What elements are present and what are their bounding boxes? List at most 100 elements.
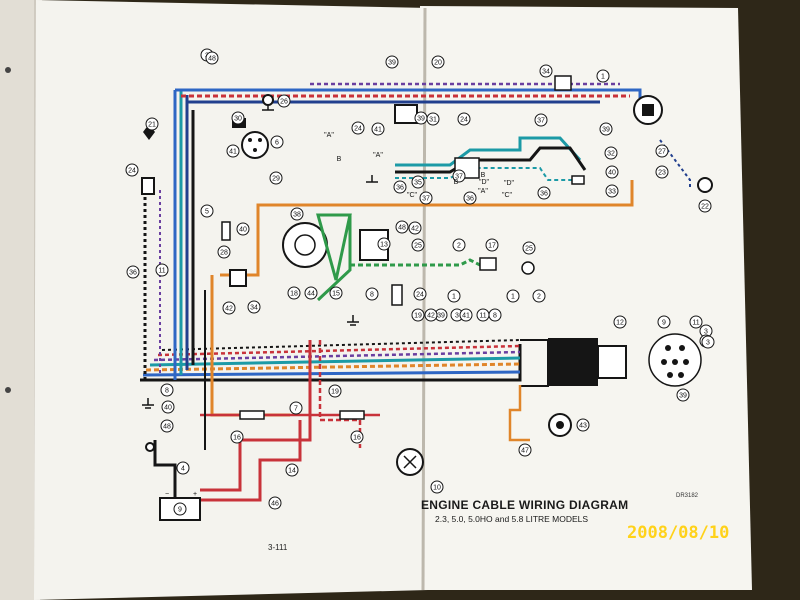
left-page bbox=[34, 0, 430, 600]
callout-circle bbox=[424, 308, 438, 322]
callout-c17: 10 bbox=[430, 480, 444, 494]
callout-c74: 43 bbox=[576, 418, 590, 432]
callout-number: 3 bbox=[706, 339, 710, 346]
callout-c39: 25 bbox=[411, 238, 425, 252]
callout-c26: 16 bbox=[350, 430, 364, 444]
callout-number: 1 bbox=[601, 73, 605, 80]
callout-circle bbox=[414, 111, 428, 125]
callout-circle bbox=[205, 51, 219, 65]
page-number: 3-111 bbox=[268, 543, 288, 552]
callout-number: 48 bbox=[398, 224, 406, 231]
callout-circle bbox=[411, 175, 425, 189]
terminal-letter-l8: "C" bbox=[502, 192, 513, 199]
callout-number: 30 bbox=[234, 115, 242, 122]
callout-circle bbox=[350, 430, 364, 444]
ground-stud-icon bbox=[262, 94, 274, 106]
callout-circle bbox=[365, 287, 379, 301]
callout-number: 3 bbox=[455, 312, 459, 319]
callout-circle bbox=[452, 238, 466, 252]
callout-circle bbox=[537, 186, 551, 200]
callout-c44: 29 bbox=[269, 171, 283, 185]
terminal-dot bbox=[258, 138, 262, 142]
callout-circle bbox=[385, 55, 399, 69]
callout-circle bbox=[689, 315, 703, 329]
ground-symbol-icon bbox=[347, 315, 359, 326]
callout-number: 42 bbox=[411, 225, 419, 232]
sender-center bbox=[556, 421, 564, 429]
callout-number: 9 bbox=[178, 506, 182, 513]
callout-c67: 40 bbox=[161, 400, 175, 414]
callout-c36: 24 bbox=[351, 121, 365, 135]
callout-circle bbox=[217, 245, 231, 259]
callout-number: 41 bbox=[462, 312, 470, 319]
callout-c10: 5 bbox=[200, 204, 214, 218]
callout-c18: 11 bbox=[155, 263, 169, 277]
photo-date-stamp: 2008/08/10 bbox=[627, 523, 729, 543]
callout-number: 48 bbox=[208, 55, 216, 62]
plug-connector-icon bbox=[479, 257, 497, 271]
callout-c49: 34 bbox=[539, 64, 553, 78]
callout-c4: 2 bbox=[452, 238, 466, 252]
callout-c41: 26 bbox=[277, 94, 291, 108]
callout-circle bbox=[377, 237, 391, 251]
callout-number: 24 bbox=[416, 291, 424, 298]
callout-c79: 48 bbox=[205, 51, 219, 65]
callout-c57: 37 bbox=[452, 169, 466, 183]
pin-icon bbox=[665, 345, 671, 351]
callout-number: 18 bbox=[290, 290, 298, 297]
callout-c20: 11 bbox=[689, 315, 703, 329]
callout-circle bbox=[576, 418, 590, 432]
solenoid-icon bbox=[394, 104, 418, 124]
callout-labels: 1112233345678889101111111213141516161718… bbox=[125, 48, 715, 516]
callout-number: 42 bbox=[225, 305, 233, 312]
pin-icon bbox=[667, 372, 673, 378]
callout-c61: 39 bbox=[414, 111, 428, 125]
callout-c3: 1 bbox=[447, 289, 461, 303]
callout-number: 34 bbox=[542, 68, 550, 75]
binding-hole bbox=[5, 387, 11, 393]
callout-c70: 41 bbox=[459, 308, 473, 322]
callout-circle bbox=[125, 163, 139, 177]
callout-circle bbox=[160, 419, 174, 433]
temp-sender-icon bbox=[221, 221, 231, 241]
callout-c12: 7 bbox=[289, 401, 303, 415]
ground-symbol-icon bbox=[262, 105, 274, 111]
callout-number: 2 bbox=[537, 293, 541, 300]
callout-c38: 24 bbox=[413, 287, 427, 301]
harness-plug-icon bbox=[548, 338, 598, 386]
lead-clip-icon bbox=[571, 175, 585, 185]
terminal-dot bbox=[248, 138, 252, 142]
callout-number: 48 bbox=[163, 423, 171, 430]
callout-circle bbox=[596, 69, 610, 83]
callout-number: 15 bbox=[332, 290, 340, 297]
callout-circle bbox=[351, 121, 365, 135]
callout-number: 9 bbox=[662, 319, 666, 326]
callout-c42: 27 bbox=[655, 144, 669, 158]
callout-number: 1 bbox=[452, 293, 456, 300]
ignition-coil-icon bbox=[241, 131, 269, 159]
callout-c59: 38 bbox=[290, 207, 304, 221]
callout-c60: 39 bbox=[385, 55, 399, 69]
callout-circle bbox=[605, 165, 619, 179]
callout-number: 21 bbox=[148, 121, 156, 128]
callout-number: 26 bbox=[280, 98, 288, 105]
callout-c83: 3 bbox=[701, 335, 715, 349]
wire-black bbox=[140, 344, 522, 382]
callout-c65: 40 bbox=[236, 222, 250, 236]
callout-number: 41 bbox=[374, 126, 382, 133]
callout-circle bbox=[506, 289, 520, 303]
callout-c32: 21 bbox=[145, 117, 159, 131]
callout-circle bbox=[518, 443, 532, 457]
wire-red-battery-2 bbox=[200, 420, 302, 502]
callout-c29: 19 bbox=[328, 384, 342, 398]
callout-number: 42 bbox=[427, 312, 435, 319]
callout-number: 19 bbox=[414, 312, 422, 319]
callout-c34: 23 bbox=[655, 165, 669, 179]
terminal-cluster-core bbox=[642, 104, 654, 116]
callout-c13: 8 bbox=[160, 383, 174, 397]
callout-number: 12 bbox=[616, 319, 624, 326]
callout-c5: 2 bbox=[532, 289, 546, 303]
callout-number: 24 bbox=[460, 116, 468, 123]
callout-circle bbox=[476, 308, 490, 322]
